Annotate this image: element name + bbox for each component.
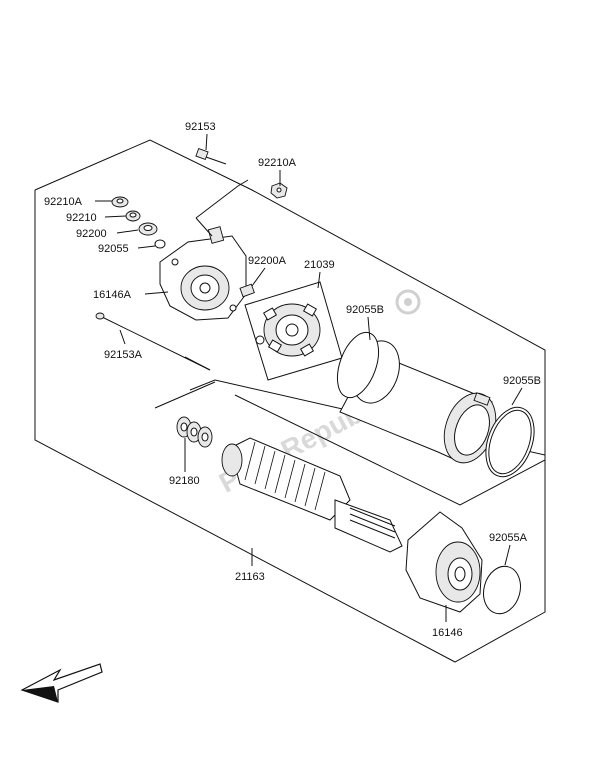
label-92200A: 92200A xyxy=(248,255,287,267)
nut-92210A-top[interactable] xyxy=(270,182,288,199)
label-92210A-top: 92210A xyxy=(258,157,297,169)
label-92055A: 92055A xyxy=(489,532,528,544)
nut-92210[interactable] xyxy=(125,210,141,222)
label-92055B-1: 92055B xyxy=(346,304,384,316)
washer-92200[interactable] xyxy=(138,222,158,236)
through-bolt-92153A[interactable] xyxy=(95,312,211,371)
yoke-housing[interactable] xyxy=(339,334,505,470)
oring-92055B-right[interactable] xyxy=(477,401,543,484)
oring-92055A[interactable] xyxy=(478,562,525,618)
label-92180: 92180 xyxy=(169,475,200,487)
end-bracket-16146[interactable] xyxy=(405,511,483,613)
label-92200: 92200 xyxy=(76,228,107,240)
label-16146A: 16146A xyxy=(93,289,132,301)
plate-92200A[interactable] xyxy=(239,283,255,298)
label-92055B-2: 92055B xyxy=(503,375,541,387)
watermark-gear-icon xyxy=(395,289,421,315)
label-92210A-left: 92210A xyxy=(44,196,83,208)
label-92153: 92153 xyxy=(185,121,216,133)
label-16146: 16146 xyxy=(432,627,463,639)
label-21163: 21163 xyxy=(235,571,265,583)
assembly-outline xyxy=(34,139,546,663)
nut-92210A-left[interactable] xyxy=(111,196,129,208)
housing-outline xyxy=(189,379,546,506)
front-arrow-icon xyxy=(20,663,103,703)
armature-box xyxy=(154,381,216,409)
end-cover-16146A[interactable] xyxy=(159,217,247,321)
brush-holder-21039[interactable] xyxy=(244,281,343,381)
label-92210: 92210 xyxy=(66,212,97,224)
bolt-92153[interactable] xyxy=(195,147,227,165)
washers-92180[interactable] xyxy=(176,416,213,448)
label-21039: 21039 xyxy=(304,259,335,271)
label-92153A: 92153A xyxy=(104,349,143,361)
oring-92055-small[interactable] xyxy=(154,239,166,249)
armature-21163[interactable] xyxy=(221,437,403,553)
label-92055: 92055 xyxy=(98,243,129,255)
